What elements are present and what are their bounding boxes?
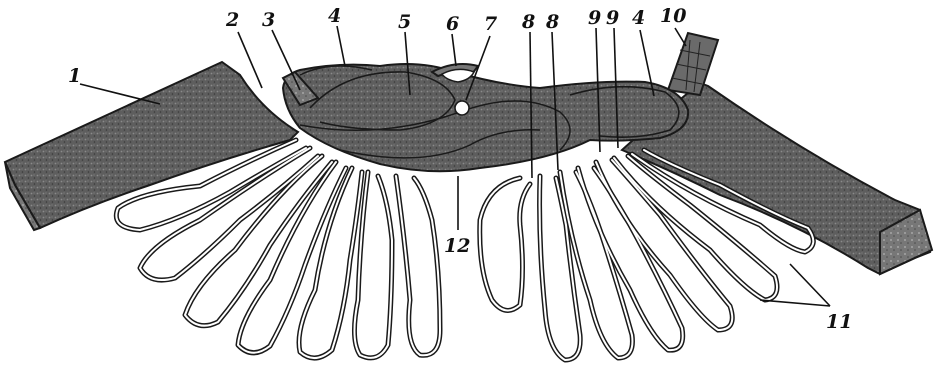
label-1: 1 (68, 65, 81, 87)
label-9-first: 9 (588, 7, 601, 29)
label-11: 11 (826, 311, 852, 333)
label-3: 3 (262, 9, 275, 31)
label-7: 7 (484, 13, 497, 35)
structure-10 (668, 33, 718, 95)
label-6: 6 (446, 13, 459, 35)
label-4-left: 4 (328, 5, 341, 27)
label-9-second: 9 (606, 7, 619, 29)
label-2: 2 (225, 9, 239, 31)
structure-7-opening (455, 101, 469, 115)
label-10: 10 (660, 5, 686, 27)
left-tissue-band (5, 62, 298, 228)
label-5: 5 (398, 11, 411, 33)
label-8-first: 8 (521, 11, 535, 33)
label-8-second: 8 (545, 11, 559, 33)
label-12: 12 (444, 235, 470, 257)
label-4-right: 4 (632, 7, 645, 29)
